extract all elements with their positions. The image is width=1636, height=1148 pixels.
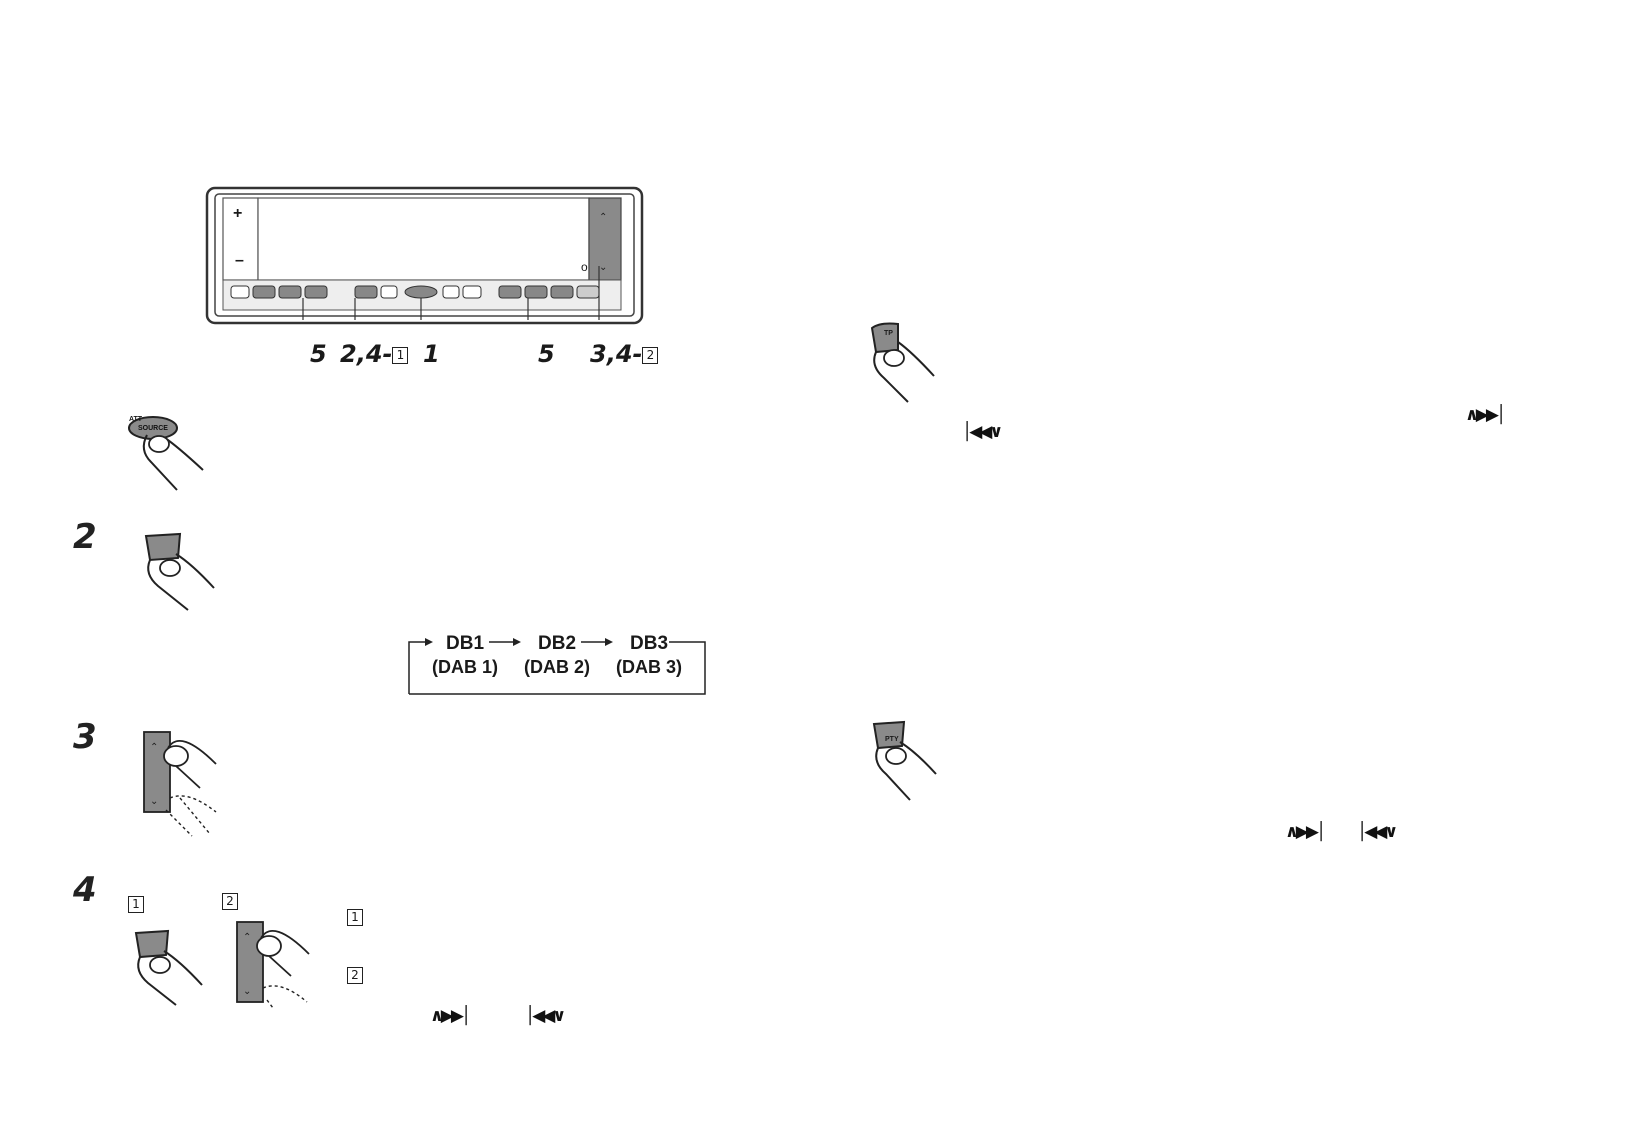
svg-text:⌃: ⌃: [599, 212, 607, 223]
panel-indicator: o: [581, 260, 588, 274]
tp-label: TP: [884, 330, 893, 337]
up-next-glyph-right-1: ∧▶▶│: [1465, 405, 1506, 425]
step-4-sub2-box: 2: [222, 893, 238, 910]
step-4-note2-box: 2: [347, 967, 363, 984]
callout-2-4-text: 2,4-: [340, 340, 393, 368]
bank-button-illustration: [144, 532, 215, 611]
flow-item-1-bottom: (DAB 1): [432, 657, 498, 677]
flow-item-3-bottom: (DAB 3): [616, 657, 682, 677]
callout-2-4-box: 1: [392, 346, 409, 364]
callout-3-4: 3,4-2: [590, 340, 659, 368]
up-down-button-illustration-2: ⌃ ⌄: [236, 921, 310, 1008]
flow-item-2-top: DB2: [538, 633, 577, 654]
panel-plus-label: +: [233, 205, 243, 222]
up-next-glyph-right-2: ∧▶▶│: [1285, 822, 1326, 842]
svg-text:⌃: ⌃: [243, 932, 251, 943]
callout-3-4-box: 2: [642, 346, 659, 364]
flow-item-3-top: DB3: [630, 633, 669, 654]
callout-3-4-text: 3,4-: [590, 340, 643, 368]
step-4-note1-box: 1: [347, 909, 363, 926]
memory-button-illustration: [134, 929, 203, 1006]
callout-5-right: 5: [538, 340, 555, 368]
callout-2-4: 2,4-1: [340, 340, 409, 368]
control-panel-diagram: ⌃ ⌄: [205, 186, 644, 325]
step-3-number: 3: [73, 717, 97, 757]
source-button-illustration: [128, 416, 204, 491]
band-flow-diagram: [408, 638, 706, 695]
pty-label: PTY: [885, 736, 899, 743]
callout-5-left: 5: [310, 340, 327, 368]
flow-item-1-top: DB1: [446, 633, 485, 654]
att-label: ATT: [129, 416, 143, 423]
step-4-number: 4: [73, 870, 97, 910]
tp-button-illustration: [870, 322, 935, 403]
svg-text:⌃: ⌃: [150, 742, 158, 753]
source-label: SOURCE: [138, 425, 168, 432]
prev-down-glyph-right-2: │◀◀∨: [1357, 822, 1398, 842]
step-4-sub1-box: 1: [128, 896, 144, 913]
step-2-number: 2: [73, 517, 97, 557]
up-next-glyph-step4: ∧▶▶│: [430, 1006, 471, 1026]
pty-button-illustration: [872, 720, 937, 801]
callout-1: 1: [423, 340, 440, 368]
flow-item-2-bottom: (DAB 2): [524, 657, 590, 677]
panel-minus-label: –: [235, 252, 244, 269]
up-down-button-illustration: ⌃ ⌄: [143, 731, 217, 837]
svg-text:⌄: ⌄: [243, 986, 251, 997]
svg-text:⌄: ⌄: [599, 262, 607, 273]
prev-down-glyph-step4: │◀◀∨: [525, 1006, 566, 1026]
prev-down-glyph-right-1: │◀◀∨: [962, 422, 1003, 442]
svg-text:⌄: ⌄: [150, 796, 158, 807]
